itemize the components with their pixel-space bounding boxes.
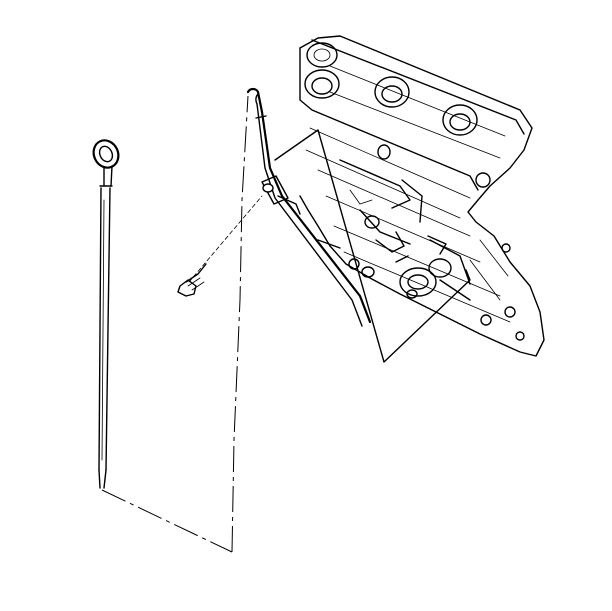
port-3 — [374, 76, 410, 108]
mount-boss — [475, 172, 491, 188]
alignment-lines — [274, 129, 471, 363]
oil-level-indicator-tube — [246, 87, 372, 327]
port-group — [304, 42, 478, 136]
sensor-housing — [399, 267, 437, 297]
tube-bolt — [177, 195, 263, 297]
oil-level-indicator — [92, 139, 120, 489]
port-1 — [306, 42, 338, 68]
port-4 — [442, 104, 478, 136]
engine-block — [299, 35, 545, 357]
tube-bracket — [261, 175, 301, 215]
insertion-path — [101, 95, 249, 553]
dipstick-handle — [92, 139, 120, 169]
port-2 — [304, 69, 340, 99]
